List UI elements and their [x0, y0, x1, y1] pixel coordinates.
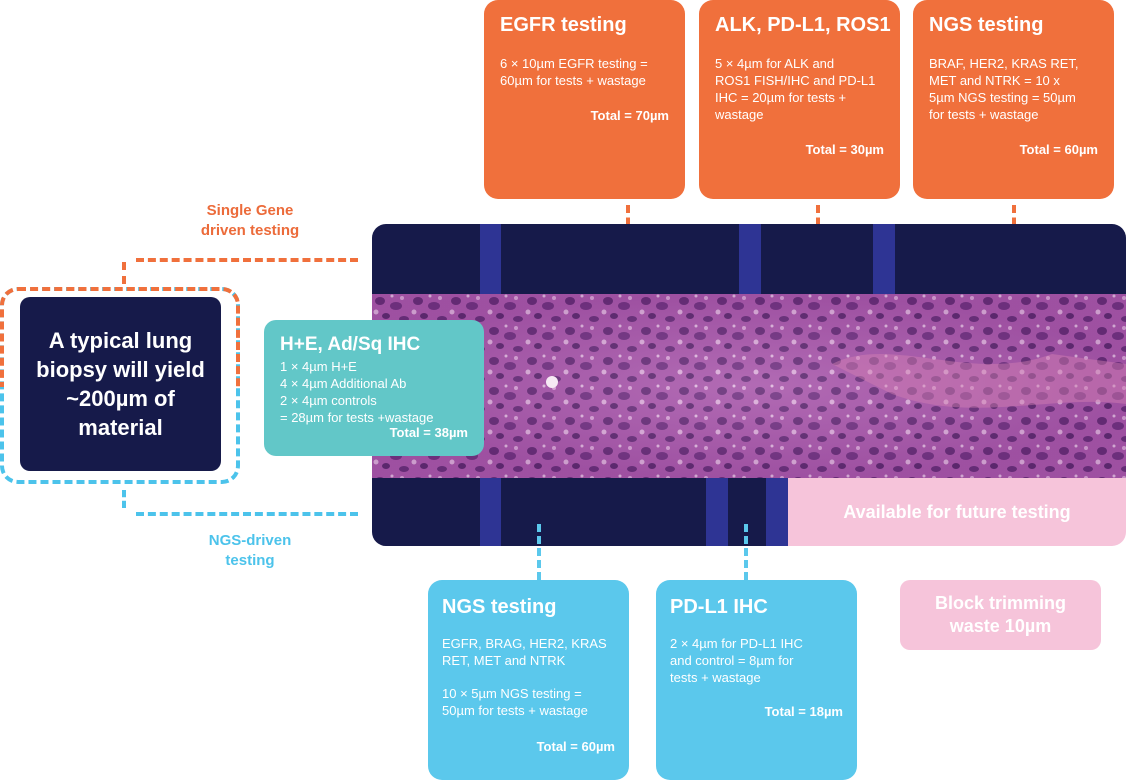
- ngs-bottom-title: NGS testing: [442, 596, 557, 618]
- future-testing-area: Available for future testing: [788, 478, 1126, 546]
- single-gene-label: Single Gene driven testing: [200, 202, 300, 239]
- pdl1-title: PD-L1 IHC: [670, 596, 768, 618]
- pdl1-box: PD-L1 IHC 2 × 4µm for PD-L1 IHC and cont…: [656, 580, 857, 780]
- ngs-bottom-connector: [537, 524, 541, 580]
- ngs-bottom-total: Total = 60µm: [536, 739, 615, 754]
- egfr-testing-box: EGFR testing 6 × 10µm EGFR testing = 60µ…: [484, 0, 685, 199]
- egfr-total: Total = 70µm: [590, 108, 669, 123]
- slide-stripe: [480, 224, 501, 294]
- biopsy-dashed-outline-top: [0, 287, 240, 387]
- alk-body: 5 × 4µm for ALK and ROS1 FISH/IHC and PD…: [715, 56, 876, 122]
- single-gene-connector-h: [136, 258, 358, 262]
- slide-stripe: [480, 478, 501, 546]
- biopsy-box: A typical lung biopsy will yield ~200µm …: [20, 297, 221, 471]
- slide-stripe: [873, 224, 895, 294]
- future-testing-label: Available for future testing: [843, 501, 1071, 522]
- single-gene-connector-v: [122, 262, 126, 284]
- biopsy-text: A typical lung biopsy will yield ~200µm …: [36, 328, 205, 440]
- he-title: H+E, Ad/Sq IHC: [280, 334, 421, 355]
- alk-title: ALK, PD-L1, ROS1: [715, 14, 891, 36]
- ngs-connector-v: [122, 490, 126, 508]
- block-trimming-box: Block trimming waste 10µm: [900, 580, 1101, 650]
- he-total: Total = 38µm: [389, 425, 468, 440]
- alk-box: ALK, PD-L1, ROS1 5 × 4µm for ALK and ROS…: [699, 0, 900, 199]
- pdl1-connector: [744, 524, 748, 580]
- he-body: 1 × 4µm H+E 4 × 4µm Additional Ab 2 × 4µ…: [280, 359, 434, 425]
- egfr-title: EGFR testing: [500, 14, 627, 36]
- slide-stripe: [766, 478, 788, 546]
- ngs-bottom-box: NGS testing EGFR, BRAG, HER2, KRAS RET, …: [428, 580, 629, 780]
- pdl1-total: Total = 18µm: [764, 704, 843, 719]
- ngs-top-total: Total = 60µm: [1019, 142, 1098, 157]
- egfr-body: 6 × 10µm EGFR testing = 60µm for tests +…: [500, 56, 648, 88]
- ngs-bottom-body2: 10 × 5µm NGS testing = 50µm for tests + …: [442, 686, 588, 718]
- alk-total: Total = 30µm: [805, 142, 884, 157]
- he-box: H+E, Ad/Sq IHC 1 × 4µm H+E 4 × 4µm Addit…: [264, 320, 484, 456]
- ngs-driven-label: NGS-driven testing: [208, 532, 292, 569]
- ngs-top-box: NGS testing BRAF, HER2, KRAS RET, MET an…: [913, 0, 1114, 199]
- ngs-connector-h: [136, 512, 358, 516]
- ngs-top-title: NGS testing: [929, 14, 1044, 36]
- ngs-top-body: BRAF, HER2, KRAS RET, MET and NTRK = 10 …: [929, 56, 1079, 122]
- ngs-bottom-body1: EGFR, BRAG, HER2, KRAS RET, MET and NTRK: [442, 636, 607, 668]
- tissue-image: [372, 294, 1126, 478]
- slide-stripe: [739, 224, 761, 294]
- pdl1-body: 2 × 4µm for PD-L1 IHC and control = 8µm …: [670, 636, 803, 685]
- block-trimming-label: Block trimming waste 10µm: [934, 593, 1067, 636]
- slide-stripe: [706, 478, 728, 546]
